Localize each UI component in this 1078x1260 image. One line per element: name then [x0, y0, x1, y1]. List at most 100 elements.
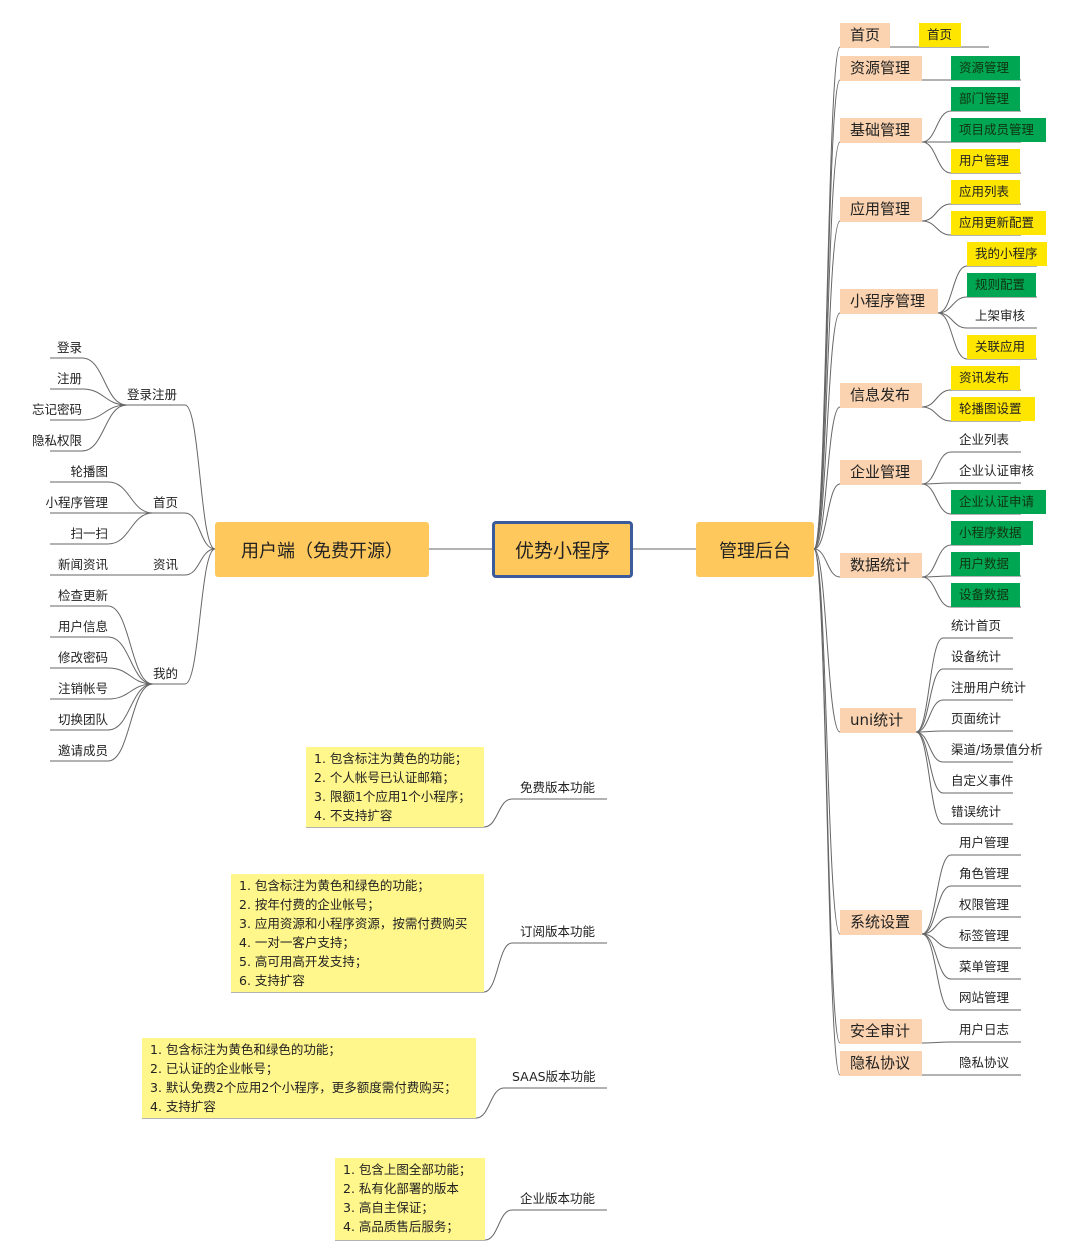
- version-note-saas: 1. 包含标注为黄色和绿色的功能； 2. 已认证的企业帐号； 3. 默认免费2个…: [142, 1038, 476, 1118]
- admin-item[interactable]: 项目成员管理: [951, 118, 1046, 142]
- version-label-enterprise[interactable]: 企业版本功能: [520, 1191, 596, 1206]
- user-item[interactable]: 用户信息: [57, 619, 108, 634]
- category-leaf-link: [921, 933, 952, 1011]
- admin-item[interactable]: 权限管理: [959, 897, 1010, 912]
- admin-item[interactable]: 轮播图设置: [951, 397, 1035, 421]
- user-item[interactable]: 切换团队: [57, 712, 108, 727]
- user-item-link: [81, 404, 128, 452]
- admin-category-audit[interactable]: 安全审计: [840, 1019, 922, 1044]
- note-line: 2. 按年付费的企业帐号；: [239, 897, 380, 912]
- admin-category-enterprise[interactable]: 企业管理: [840, 460, 922, 485]
- user-item[interactable]: 邀请成员: [57, 743, 108, 758]
- admin-item[interactable]: 标签管理: [959, 928, 1010, 943]
- user-group-home[interactable]: 首页: [153, 495, 179, 510]
- user-item[interactable]: 注册: [56, 371, 82, 386]
- admin-item[interactable]: 企业认证申请: [951, 490, 1046, 514]
- user-item[interactable]: 登录: [56, 340, 82, 355]
- version-label-subscription[interactable]: 订阅版本功能: [520, 924, 596, 939]
- admin-item[interactable]: 页面统计: [951, 711, 1002, 726]
- note-line: 3. 应用资源和小程序资源，按需付费购买: [239, 916, 468, 931]
- admin-item[interactable]: 上架审核: [975, 308, 1026, 323]
- admin-item[interactable]: 小程序数据: [951, 521, 1033, 545]
- admin-item[interactable]: 我的小程序: [967, 242, 1047, 266]
- user-item[interactable]: 注销帐号: [57, 681, 108, 696]
- admin-category-resource[interactable]: 资源管理: [840, 56, 922, 81]
- note-line: 1. 包含标注为黄色和绿色的功能；: [150, 1042, 341, 1057]
- admin-category-miniprogram[interactable]: 小程序管理: [840, 289, 938, 314]
- user-item[interactable]: 检查更新: [57, 588, 108, 603]
- admin-item[interactable]: 设备统计: [951, 649, 1002, 664]
- admin-item[interactable]: 用户日志: [959, 1022, 1010, 1037]
- admin-category-basic[interactable]: 基础管理: [840, 118, 922, 143]
- admin-item[interactable]: 规则配置: [967, 273, 1036, 297]
- admin-item[interactable]: 用户数据: [951, 552, 1020, 576]
- note-line: 4. 支持扩容: [150, 1099, 216, 1114]
- admin-item[interactable]: 资讯发布: [951, 366, 1020, 390]
- version-label-saas[interactable]: SAAS版本功能: [512, 1069, 596, 1084]
- user-group-mine[interactable]: 我的: [153, 666, 179, 681]
- admin-item[interactable]: 注册用户统计: [951, 680, 1027, 695]
- admin-item[interactable]: 自定义事件: [951, 773, 1014, 788]
- note-link: [475, 1087, 505, 1119]
- admin-item[interactable]: 角色管理: [959, 866, 1010, 881]
- admin-category-app[interactable]: 应用管理: [840, 197, 922, 222]
- admin-category-data[interactable]: 数据统计: [840, 553, 922, 578]
- admin-item[interactable]: 隐私协议: [959, 1055, 1010, 1070]
- note-line: 5. 高可用高开发支持；: [239, 954, 368, 969]
- user-item[interactable]: 轮播图: [70, 464, 108, 479]
- admin-item[interactable]: 应用更新配置: [951, 211, 1046, 235]
- admin-category-system[interactable]: 系统设置: [840, 910, 922, 935]
- admin-item[interactable]: 部门管理: [951, 87, 1020, 111]
- admin-item[interactable]: 设备数据: [951, 583, 1020, 607]
- user-side-topic[interactable]: 用户端（免费开源）: [215, 522, 429, 577]
- category-leaf-link: [921, 575, 952, 578]
- user-item-link: [107, 481, 154, 514]
- user-item[interactable]: 小程序管理: [45, 495, 108, 510]
- admin-category-uni-stats[interactable]: uni统计: [840, 708, 916, 733]
- admin-item[interactable]: 资源管理: [951, 56, 1020, 80]
- note-line: 6. 支持扩容: [239, 973, 305, 988]
- admin-item[interactable]: 菜单管理: [959, 959, 1010, 974]
- user-group-link: [184, 548, 216, 685]
- admin-category-link: [813, 548, 841, 1076]
- category-leaf-link: [937, 265, 968, 314]
- note-line: 2. 已认证的企业帐号；: [150, 1061, 279, 1076]
- admin-item[interactable]: 关联应用: [967, 335, 1036, 359]
- note-line: 4. 不支持扩容: [314, 808, 393, 823]
- category-leaf-link: [921, 933, 952, 980]
- category-leaf-link: [915, 699, 944, 733]
- user-item[interactable]: 修改密码: [57, 650, 108, 665]
- version-label-free[interactable]: 免费版本功能: [520, 780, 596, 795]
- admin-side-topic[interactable]: 管理后台: [696, 522, 814, 577]
- note-line: 3. 限额1个应用1个小程序；: [314, 789, 471, 804]
- user-group-login[interactable]: 登录注册: [127, 387, 178, 402]
- category-leaf-link: [921, 203, 952, 222]
- admin-item[interactable]: 渠道/场景值分析: [951, 742, 1043, 757]
- admin-item[interactable]: 网站管理: [959, 990, 1010, 1005]
- admin-category-link: [813, 548, 841, 578]
- note-link: [483, 942, 513, 993]
- category-leaf-link: [915, 637, 944, 733]
- admin-category-publish[interactable]: 信息发布: [840, 383, 922, 408]
- admin-category-link: [813, 220, 841, 550]
- user-group-news[interactable]: 资讯: [153, 557, 179, 572]
- category-leaf-link: [937, 312, 968, 360]
- user-item[interactable]: 隐私权限: [31, 433, 82, 448]
- user-item-link: [81, 388, 128, 406]
- user-item[interactable]: 忘记密码: [31, 402, 82, 417]
- admin-item[interactable]: 统计首页: [951, 618, 1002, 633]
- user-item[interactable]: 新闻资讯: [57, 557, 108, 572]
- admin-category-home[interactable]: 首页: [840, 23, 890, 48]
- user-item[interactable]: 扫一扫: [70, 526, 108, 541]
- admin-item[interactable]: 错误统计: [951, 804, 1002, 819]
- admin-item[interactable]: 用户管理: [951, 149, 1020, 173]
- admin-item[interactable]: 企业认证审核: [959, 463, 1035, 478]
- admin-category-privacy[interactable]: 隐私协议: [840, 1051, 922, 1076]
- note-line: 3. 高自主保证；: [343, 1200, 434, 1215]
- category-leaf-link: [915, 731, 944, 763]
- admin-item[interactable]: 应用列表: [951, 180, 1020, 204]
- admin-item[interactable]: 首页: [919, 23, 961, 47]
- admin-item[interactable]: 企业列表: [959, 432, 1010, 447]
- center-topic[interactable]: 优势小程序: [492, 521, 633, 578]
- admin-item[interactable]: 用户管理: [959, 835, 1010, 850]
